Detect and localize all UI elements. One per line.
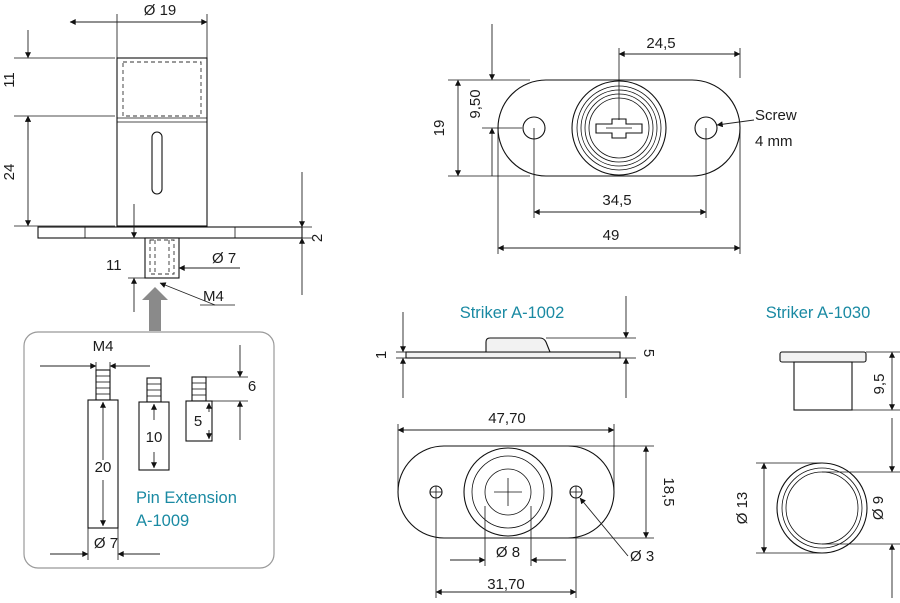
dim-top-height: 19 bbox=[431, 120, 448, 137]
pin-extension-title: Pin Extension bbox=[136, 489, 237, 507]
dim-pin-thread: M4 bbox=[203, 288, 224, 305]
dim-main-diameter: Ø 19 bbox=[144, 2, 177, 19]
dim-top-width: 49 bbox=[603, 227, 620, 244]
latch-top-view bbox=[448, 24, 755, 254]
dim-main-height-body: 24 bbox=[1, 164, 18, 181]
screw-label: Screw bbox=[755, 107, 797, 124]
dim-s1002-depth: 18,5 bbox=[660, 477, 677, 506]
pin-extension-code: A-1009 bbox=[136, 512, 189, 530]
dim-ext-thread: M4 bbox=[93, 338, 114, 355]
dim-plate-thickness: 2 bbox=[309, 234, 326, 242]
screw-size-label: 4 mm bbox=[755, 133, 793, 150]
dim-top-height-inner: 9,50 bbox=[467, 89, 484, 118]
striker-1030-title: Striker A-1030 bbox=[766, 304, 871, 322]
striker-1030-side-view bbox=[779, 351, 900, 411]
dim-s1002-center-dia: Ø 8 bbox=[496, 544, 520, 561]
dim-ext-len-10: 10 bbox=[146, 429, 163, 446]
dim-ext-len-6: 6 bbox=[248, 378, 256, 395]
dim-ext-diameter: Ø 7 bbox=[94, 535, 118, 552]
pin-extension-panel bbox=[23, 331, 275, 569]
dim-ext-len-20: 20 bbox=[95, 459, 112, 476]
dim-s1002-thickness: 1 bbox=[373, 351, 390, 359]
dim-top-hole-spacing: 34,5 bbox=[602, 192, 631, 209]
striker-1030-top-view bbox=[756, 418, 900, 598]
dim-s1002-hole-dia: Ø 3 bbox=[630, 548, 654, 565]
dim-s1002-height: 5 bbox=[640, 349, 657, 357]
dim-s1002-hole-spacing: 31,70 bbox=[487, 576, 525, 593]
striker-1002-title: Striker A-1002 bbox=[460, 304, 565, 322]
striker-1002-side-view bbox=[396, 296, 636, 398]
arrow-up-icon bbox=[142, 287, 168, 331]
dim-top-width-inner: 24,5 bbox=[646, 35, 675, 52]
dim-ext-len-5: 5 bbox=[194, 413, 202, 430]
dim-pin-length: 11 bbox=[106, 257, 122, 274]
dim-pin-diameter: Ø 7 bbox=[212, 250, 236, 267]
striker-1002-top-view bbox=[397, 424, 654, 598]
dim-s1002-width: 47,70 bbox=[488, 410, 526, 427]
dim-s1030-inner-dia: Ø 9 bbox=[870, 496, 887, 520]
latch-side-view bbox=[14, 14, 312, 312]
dim-s1030-outer-dia: Ø 13 bbox=[734, 492, 751, 525]
dim-s1030-height: 9,5 bbox=[871, 374, 888, 395]
dim-main-height-top: 11 bbox=[1, 72, 18, 88]
